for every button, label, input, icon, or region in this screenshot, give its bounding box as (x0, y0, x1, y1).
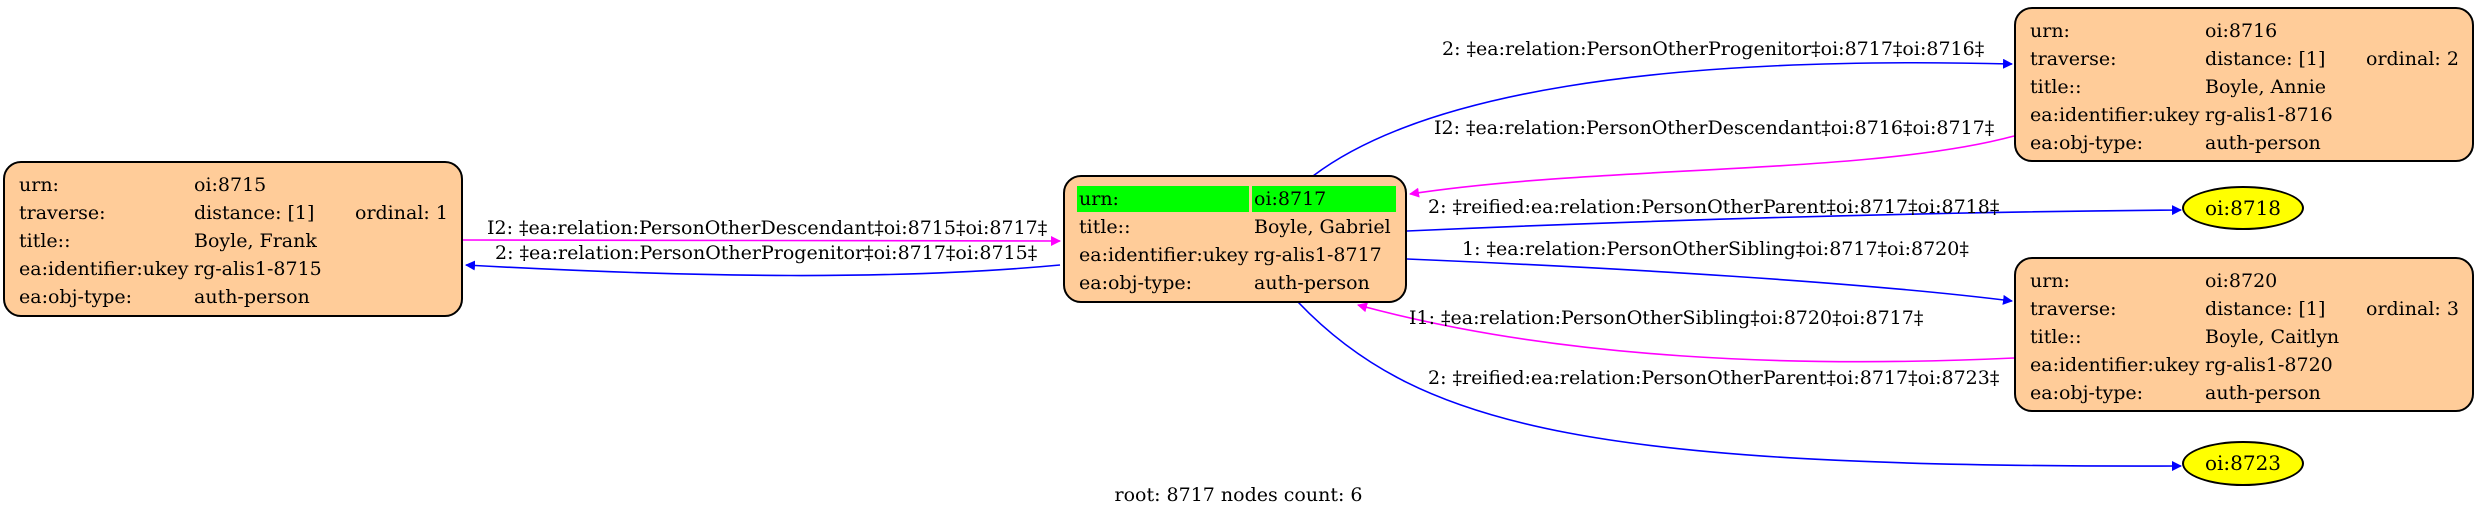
row-value: distance: [1] (194, 202, 315, 224)
edge-descendant-8715-8717 (461, 235, 1061, 246)
edge-label: 1: ‡ea:relation:PersonOtherSibling‡oi:87… (1462, 238, 1969, 260)
node-row-urn: urn: oi:8717 (1077, 185, 1405, 213)
edge-label: I2: ‡ea:relation:PersonOtherDescendant‡o… (1434, 117, 1994, 139)
row-key: traverse: (2030, 48, 2117, 70)
row-key: ea:obj-type: (2030, 132, 2144, 154)
row-value: rg-alis1-8716 (2205, 104, 2333, 126)
row-value: auth-person (194, 286, 310, 308)
row-value: auth-person (1254, 272, 1370, 294)
node-row-objtype: ea:obj-type: auth-person (1079, 269, 1405, 297)
row-value: rg-alis1-8715 (194, 258, 322, 280)
row-value: rg-alis1-8717 (1254, 244, 1382, 266)
node-row-urn: urn: oi:8716 (2030, 17, 2472, 45)
edge-parent-8717-8723 (1297, 301, 2182, 472)
row-key: ea:identifier:ukey (19, 258, 189, 280)
highlight-value (1252, 186, 1396, 212)
edge-label: 2: ‡reified:ea:relation:PersonOtherParen… (1428, 196, 1999, 218)
row-key: urn: (19, 174, 59, 196)
row-value-ordinal: ordinal: 3 (2366, 298, 2459, 320)
row-key: ea:obj-type: (19, 286, 133, 308)
row-key: title:: (1079, 216, 1131, 238)
edge-label: 2: ‡ea:relation:PersonOtherProgenitor‡oi… (1442, 38, 1984, 60)
row-key: traverse: (19, 202, 106, 224)
ellipse-label: oi:8723 (2204, 451, 2282, 475)
row-value: Boyle, Annie (2205, 76, 2327, 98)
ellipse-label: oi:8718 (2204, 196, 2282, 220)
row-key: urn: (2030, 270, 2070, 292)
edge-sibling-8717-8720 (1406, 258, 2013, 305)
edge-label: 2: ‡reified:ea:relation:PersonOtherParen… (1428, 367, 1999, 389)
row-value: oi:8716 (2205, 20, 2278, 42)
edge-label: I1: ‡ea:relation:PersonOtherSibling‡oi:8… (1409, 307, 1923, 329)
row-key: title:: (19, 230, 71, 252)
highlight-key (1077, 186, 1249, 212)
node-row-title: title::Boyle, Frank (19, 227, 461, 255)
row-key: ea:identifier:ukey (2030, 354, 2200, 376)
node-row-traverse: traverse: distance: [1] ordinal: 1 (19, 199, 461, 227)
row-value: auth-person (2205, 132, 2321, 154)
node-oi-8717-root[interactable]: urn: oi:8717 title::Boyle, Gabriel ea:ide… (1063, 175, 1407, 303)
node-row-urn: urn: oi:8720 (2030, 267, 2472, 295)
edge-descendant-8716-8717 (1409, 135, 2015, 198)
row-key: urn: (1079, 188, 1119, 210)
node-row-traverse: traverse: distance: [1] ordinal: 2 (2030, 45, 2472, 73)
node-oi-8718-ellipse[interactable]: oi:8718 (2182, 186, 2304, 230)
edge-label: 2: ‡ea:relation:PersonOtherProgenitor‡oi… (495, 242, 1037, 264)
row-value: Boyle, Caitlyn (2205, 326, 2340, 348)
row-value: Boyle, Gabriel (1254, 216, 1391, 238)
node-oi-8716[interactable]: urn: oi:8716 traverse: distance: [1] ordina… (2014, 7, 2474, 162)
row-value: distance: [1] (2205, 48, 2326, 70)
row-value-ordinal: ordinal: 2 (2366, 48, 2459, 70)
row-key: ea:obj-type: (2030, 382, 2144, 404)
row-key: title:: (2030, 326, 2082, 348)
row-key: ea:identifier:ukey (2030, 104, 2200, 126)
node-oi-8723-ellipse[interactable]: oi:8723 (2182, 441, 2304, 486)
row-key: urn: (2030, 20, 2070, 42)
row-value: rg-alis1-8720 (2205, 354, 2333, 376)
row-value-ordinal: ordinal: 1 (355, 202, 448, 224)
node-oi-8720[interactable]: urn: oi:8720 traverse: distance: [1] ordina… (2014, 257, 2474, 412)
row-value: distance: [1] (2205, 298, 2326, 320)
node-row-traverse: traverse: distance: [1] ordinal: 3 (2030, 295, 2472, 323)
edge-parent-8717-8718 (1406, 205, 2182, 232)
row-value: oi:8717 (1254, 188, 1327, 210)
edge-progenitor-8717-8716 (1312, 58, 2013, 177)
node-row-title: title::Boyle, Caitlyn (2030, 323, 2472, 351)
node-row-objtype: ea:obj-type: auth-person (19, 283, 461, 311)
node-row-urn: urn: oi:8715 (19, 171, 461, 199)
graph-footer-caption: root: 8717 nodes count: 6 (1114, 484, 1363, 506)
edge-label: I2: ‡ea:relation:PersonOtherDescendant‡o… (487, 217, 1047, 239)
row-key: ea:identifier:ukey (1079, 244, 1249, 266)
row-key: title:: (2030, 76, 2082, 98)
row-key: ea:obj-type: (1079, 272, 1193, 294)
row-value: oi:8715 (194, 174, 267, 196)
row-value: oi:8720 (2205, 270, 2278, 292)
node-row-objtype: ea:obj-type: auth-person (2030, 129, 2472, 157)
node-oi-8715[interactable]: urn: oi:8715 traverse: distance: [1] ordina… (3, 161, 463, 317)
node-row-title: title::Boyle, Gabriel (1079, 213, 1405, 241)
node-row-title: title::Boyle, Annie (2030, 73, 2472, 101)
edge-sibling-8720-8717 (1357, 302, 2015, 363)
row-key: traverse: (2030, 298, 2117, 320)
node-row-objtype: ea:obj-type: auth-person (2030, 379, 2472, 407)
row-value: Boyle, Frank (194, 230, 317, 252)
row-value: auth-person (2205, 382, 2321, 404)
edge-progenitor-8717-8715 (465, 260, 1061, 277)
